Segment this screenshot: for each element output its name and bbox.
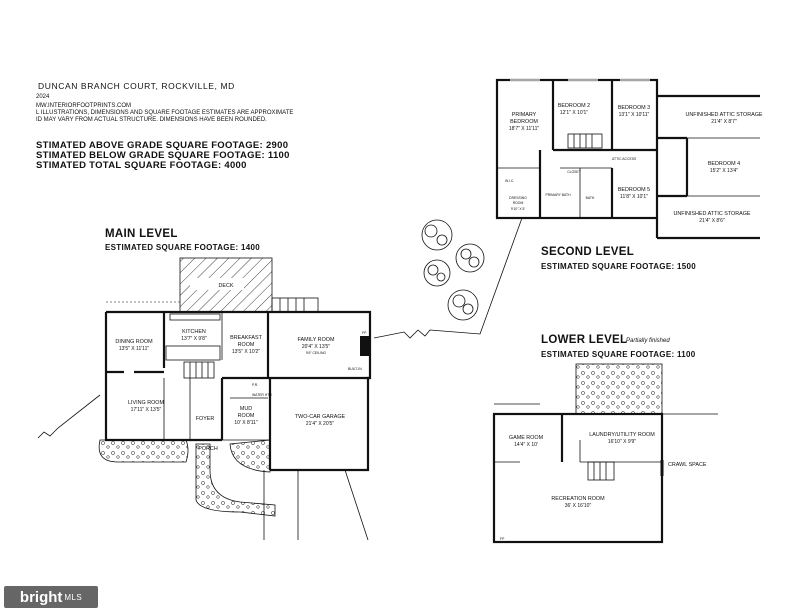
game-room-label: GAME ROOM — [509, 435, 544, 441]
bedroom-3-label: BEDROOM 3 — [618, 105, 650, 111]
bedroom-3-dim: 13'1" X 10'11" — [619, 112, 650, 118]
attic-access-label: ATTIC ACCESS — [612, 157, 637, 161]
dressing-room-label: DRESSING — [509, 196, 527, 200]
primary-bath-label: PRIMARY BATH — [545, 193, 571, 197]
address-title: DUNCAN BRANCH COURT, ROCKVILLE, MD — [38, 81, 235, 91]
powder-room-label: P.R. — [252, 383, 258, 387]
front-walkway — [195, 443, 276, 517]
attic-storage-2-label: UNFINISHED ATTIC STORAGE — [673, 211, 750, 217]
family-room-label: FAMILY ROOM — [298, 337, 335, 343]
second-level-sqft: ESTIMATED SQUARE FOOTAGE: 1500 — [541, 262, 696, 271]
attic-storage-1-dim: 21'4" X 8'7" — [711, 119, 737, 125]
game-room-dim: 14'4" X 10' — [514, 442, 538, 448]
website-label: MW.INTERIORFOOTPRINTS.COM — [36, 103, 131, 109]
lower-level-sqft: ESTIMATED SQUARE FOOTAGE: 1100 — [541, 350, 696, 359]
main-level-sqft: ESTIMATED SQUARE FOOTAGE: 1400 — [105, 243, 260, 252]
crawl-space-label: CRAWL SPACE — [668, 462, 707, 468]
second-level-title: SECOND LEVEL — [541, 246, 635, 258]
family-room-ceiling: 9'6" CEILING — [306, 351, 326, 355]
bedroom-2-dim: 12'1" X 10'1" — [560, 110, 588, 116]
front-steps — [98, 439, 189, 463]
bedroom-4-label: BEDROOM 4 — [708, 161, 740, 167]
breakfast-room-label: BREAKFAST — [230, 335, 262, 341]
bedroom-5-dim: 11'8" X 10'1" — [620, 194, 648, 200]
logo-suffix: MLS — [64, 592, 83, 602]
kitchen-dim: 13'7" X 9'8" — [181, 336, 207, 342]
breakfast-room-dim: 13'5" X 10'2" — [232, 349, 260, 355]
breakfast-room-label-2: ROOM — [238, 342, 255, 348]
living-room-dim: 17'11" X 13'5" — [131, 407, 162, 413]
bedroom-5-label: BEDROOM 5 — [618, 187, 650, 193]
main-level-title: MAIN LEVEL — [105, 228, 178, 240]
water-heater-label: WATER HTR — [252, 393, 272, 397]
foyer-label: FOYER — [196, 416, 215, 422]
laundry-room-dim: 16'10" X 9'9" — [608, 439, 636, 445]
lower-level-outline — [492, 412, 664, 544]
deck-label: DECK — [219, 283, 234, 289]
second-level-plan: PRIMARY BEDROOM 18'7" X 11'11" BEDROOM 2… — [495, 78, 763, 240]
living-room-label: LIVING ROOM — [128, 400, 164, 406]
bath-label: BATH — [586, 196, 595, 200]
bedroom-4-dim: 15'2" X 13'4" — [710, 168, 738, 174]
dressing-room-dim: 9'10" X 5' — [511, 207, 526, 211]
disclaimer-line-1: L ILLUSTRATIONS, DIMENSIONS AND SQUARE F… — [36, 110, 294, 116]
total-sqft: STIMATED TOTAL SQUARE FOOTAGE: 4000 — [36, 160, 247, 171]
recreation-room-label: RECREATION ROOM — [551, 496, 605, 502]
mud-room-label-2: ROOM — [238, 413, 255, 419]
dining-room-label: DINING ROOM — [115, 339, 153, 345]
dining-room-dim: 13'5" X 11'11" — [119, 346, 150, 352]
laundry-room-label: LAUNDRY/UTILITY ROOM — [589, 432, 655, 438]
recreation-room-dim: 36' X 16'10" — [565, 503, 592, 509]
primary-bedroom-label-2: BEDROOM — [510, 119, 538, 125]
porch-label: PORCH — [198, 446, 218, 452]
built-in-label: BUILT-IN — [348, 367, 362, 371]
lower-level-plan: GAME ROOM 14'4" X 10' LAUNDRY/UTILITY RO… — [492, 363, 718, 544]
dressing-room-label-2: ROOM — [513, 201, 524, 205]
main-fireplace-label: FP — [362, 331, 367, 335]
below-grade-sqft: STIMATED BELOW GRADE SQUARE FOOTAGE: 110… — [36, 150, 290, 161]
primary-bedroom-dim: 18'7" X 11'11" — [509, 126, 540, 132]
family-room-dim: 20'4" X 13'5" — [302, 344, 330, 350]
mud-room-dim: 10' X 8'11" — [234, 420, 258, 426]
wic-label: W.I.C. — [505, 179, 514, 183]
lower-level-note: Partially finished — [626, 338, 670, 344]
logo-brand: bright — [19, 588, 63, 606]
mud-room-label: MUD — [240, 406, 252, 412]
kitchen-label: KITCHEN — [182, 329, 206, 335]
window-well-area — [575, 363, 663, 415]
landscape-trees — [421, 219, 485, 321]
year-label: 2024 — [36, 94, 50, 100]
bright-mls-logo: bright MLS — [4, 586, 98, 608]
main-level-plan: DECK DINING RO — [98, 257, 372, 541]
lower-fireplace-label: FP — [500, 537, 505, 541]
lower-level-title: LOWER LEVEL — [541, 334, 628, 346]
disclaimer-line-2: ID MAY VARY FROM ACTUAL STRUCTURE. DIMEN… — [36, 117, 267, 123]
garage-label: TWO-CAR GARAGE — [295, 414, 346, 420]
garage-dim: 21'4" X 20'5" — [306, 421, 334, 427]
attic-storage-1-label: UNFINISHED ATTIC STORAGE — [685, 112, 762, 118]
closet-label: CLOSET — [567, 170, 581, 174]
attic-storage-2-dim: 21'4" X 8'6" — [699, 218, 725, 224]
primary-bedroom-label: PRIMARY — [512, 112, 537, 118]
bedroom-2-label: BEDROOM 2 — [558, 103, 590, 109]
above-grade-sqft: STIMATED ABOVE GRADE SQUARE FOOTAGE: 290… — [36, 140, 289, 151]
